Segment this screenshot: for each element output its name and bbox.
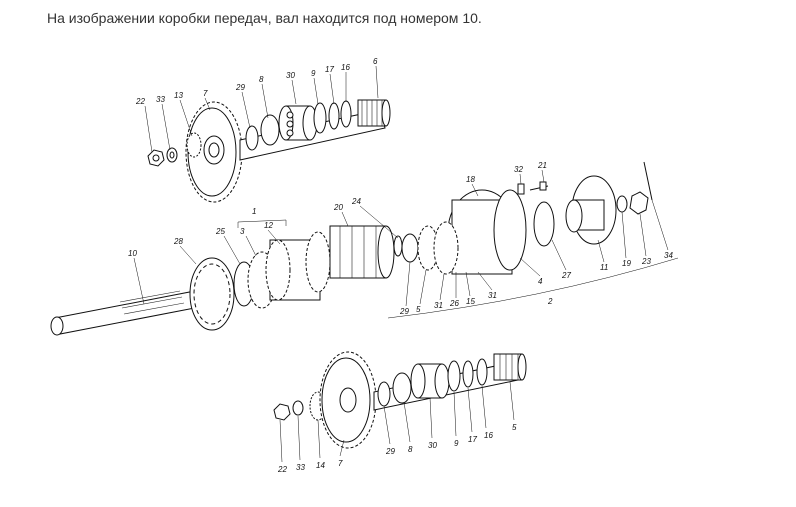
flange-11 [565, 175, 617, 245]
label-21: 21 [537, 161, 547, 170]
caption-text: На изображении коробки передач, вал нахо… [47, 10, 482, 26]
label-25: 25 [215, 227, 225, 236]
label-14: 14 [316, 461, 325, 470]
label-10: 10 [128, 249, 137, 258]
ring-24 [393, 235, 403, 257]
gear-6 [357, 99, 391, 127]
label-31-b: 31 [488, 291, 497, 300]
washer-33-bottom [292, 400, 304, 416]
bearing-29-mid [401, 233, 419, 263]
label-29-bottom: 29 [385, 447, 395, 456]
bottom-shaft-assembly: 22 33 14 7 29 8 30 9 17 16 5 [273, 351, 527, 474]
bolt-32 [517, 183, 525, 195]
gear-5-bottom [493, 353, 527, 381]
label-29-mid: 29 [399, 307, 409, 316]
bearing-8-bottom [392, 372, 412, 404]
label-9-bottom: 9 [454, 439, 459, 448]
label-31-a: 31 [434, 301, 443, 310]
ring-27 [533, 201, 555, 247]
label-27: 27 [561, 271, 571, 280]
label-20: 20 [333, 203, 343, 212]
nut-23 [629, 191, 649, 215]
ring-29 [245, 125, 259, 151]
label-3: 3 [240, 227, 245, 236]
label-6: 6 [373, 57, 378, 66]
label-5-bottom: 5 [512, 423, 517, 432]
label-33-bottom: 33 [296, 463, 305, 472]
label-33-top: 33 [156, 95, 165, 104]
ring-29-bottom [377, 381, 391, 407]
bearing-30-bottom [410, 363, 450, 399]
gear-7-top [185, 101, 243, 203]
label-8-bottom: 8 [408, 445, 413, 454]
label-32: 32 [514, 165, 523, 174]
label-7-top: 7 [203, 89, 208, 98]
label-22-bottom: 22 [277, 465, 287, 474]
ring-16-bottom [476, 358, 488, 386]
ring-9-bottom [447, 360, 461, 392]
bearing-28 [189, 257, 235, 331]
nut-22-bottom [273, 403, 291, 421]
label-9-top: 9 [311, 69, 316, 78]
label-29-top: 29 [235, 83, 245, 92]
label-1: 1 [252, 207, 256, 216]
label-26: 26 [449, 299, 459, 308]
label-34: 34 [664, 251, 673, 260]
label-28: 28 [173, 237, 183, 246]
part-20 [329, 225, 395, 279]
label-8-top: 8 [259, 75, 264, 84]
washer-19 [616, 195, 628, 213]
bearing-8 [260, 114, 280, 146]
label-16-bottom: 16 [484, 431, 493, 440]
gear-13 [186, 132, 202, 158]
label-19: 19 [622, 259, 631, 268]
label-16-top: 16 [341, 63, 350, 72]
pin-34 [643, 161, 653, 201]
top-shaft-assembly: 22 33 13 7 29 8 30 9 17 16 6 [135, 57, 391, 203]
label-12: 12 [264, 221, 273, 230]
ring-17 [328, 102, 340, 130]
label-15: 15 [466, 297, 475, 306]
label-30-bottom: 30 [428, 441, 437, 450]
gear-12 [265, 231, 331, 301]
label-5-mid: 5 [416, 305, 421, 314]
bolt-21 [529, 181, 549, 191]
bearing-30 [278, 105, 318, 141]
label-13: 13 [174, 91, 183, 100]
label-22-top: 22 [135, 97, 145, 106]
label-7-bottom: 7 [338, 459, 343, 468]
label-17-top: 17 [325, 65, 334, 74]
label-30-top: 30 [286, 71, 295, 80]
label-11: 11 [600, 263, 608, 272]
label-18: 18 [466, 175, 475, 184]
label-2: 2 [547, 297, 553, 306]
gear-7-bottom [319, 351, 377, 449]
label-17-bottom: 17 [468, 435, 477, 444]
label-24: 24 [351, 197, 361, 206]
ring-9 [313, 102, 327, 134]
label-23: 23 [641, 257, 651, 266]
shaft-10 [50, 289, 206, 336]
housing-18 [433, 189, 527, 275]
label-4: 4 [538, 277, 543, 286]
ring-16 [340, 100, 352, 128]
main-shaft-assembly: 1 3 12 10 28 25 20 24 29 5 31 26 15 31 1… [50, 161, 679, 336]
ring-17-bottom [462, 360, 474, 388]
